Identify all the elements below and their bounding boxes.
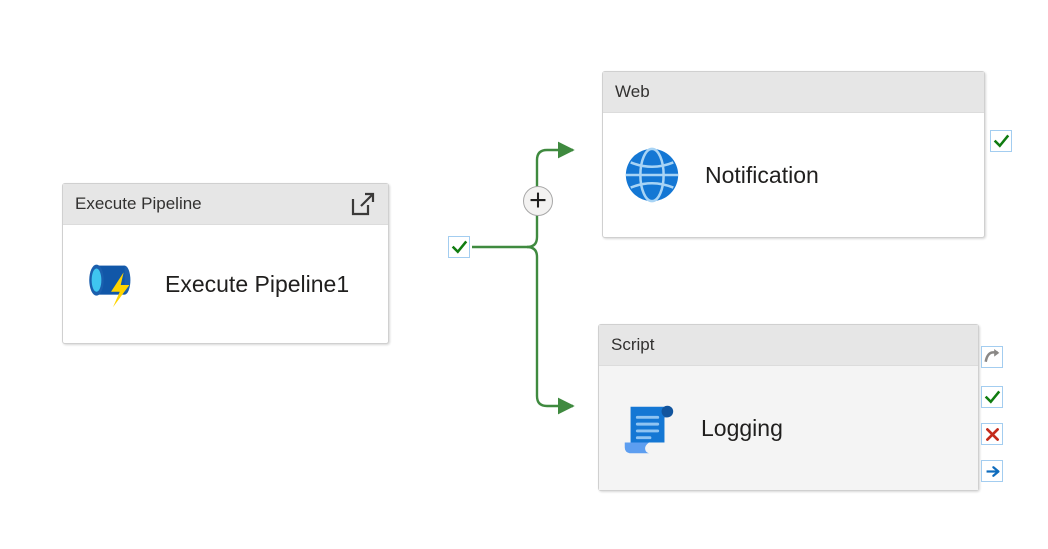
node-label: Notification [705,161,819,188]
dependency-badge-success-execute-pipeline[interactable] [448,236,470,258]
node-body: Execute Pipeline1 [63,225,388,343]
node-header: Execute Pipeline [63,184,388,225]
activity-node-web[interactable]: Web Notification [602,71,985,238]
add-activity-button[interactable] [523,186,553,216]
execute-pipeline-icon [89,264,131,308]
check-icon [993,134,1009,148]
dependency-badge-completion-script[interactable] [981,460,1003,482]
node-header: Script [599,325,978,366]
node-header-title: Execute Pipeline [75,194,202,213]
node-body: Notification [603,113,984,237]
x-icon [985,427,999,441]
arrow-right-icon [986,465,1000,477]
node-header-title: Web [615,82,650,101]
open-pipeline-icon[interactable] [350,191,376,217]
dependency-badge-success-script[interactable] [981,386,1003,408]
globe-icon [625,147,679,203]
dependency-badge-failure-script[interactable] [981,423,1003,445]
node-label: Logging [701,414,783,441]
node-header: Web [603,72,984,113]
node-header-title: Script [611,335,655,354]
check-icon [984,390,1000,404]
check-icon [451,240,467,254]
node-label: Execute Pipeline1 [165,270,350,297]
dependency-badge-success-web[interactable] [990,130,1012,152]
node-body: Logging [599,366,978,490]
activity-node-execute-pipeline[interactable]: Execute Pipeline Execute Pipeline1 [62,183,389,344]
scroll-icon [624,405,674,454]
connector-to-script [526,245,575,415]
dependency-badge-skipped-script[interactable] [981,346,1003,368]
skipped-icon [983,348,999,362]
activity-node-script[interactable]: Script Logging [598,324,979,491]
plus-icon [530,192,546,208]
